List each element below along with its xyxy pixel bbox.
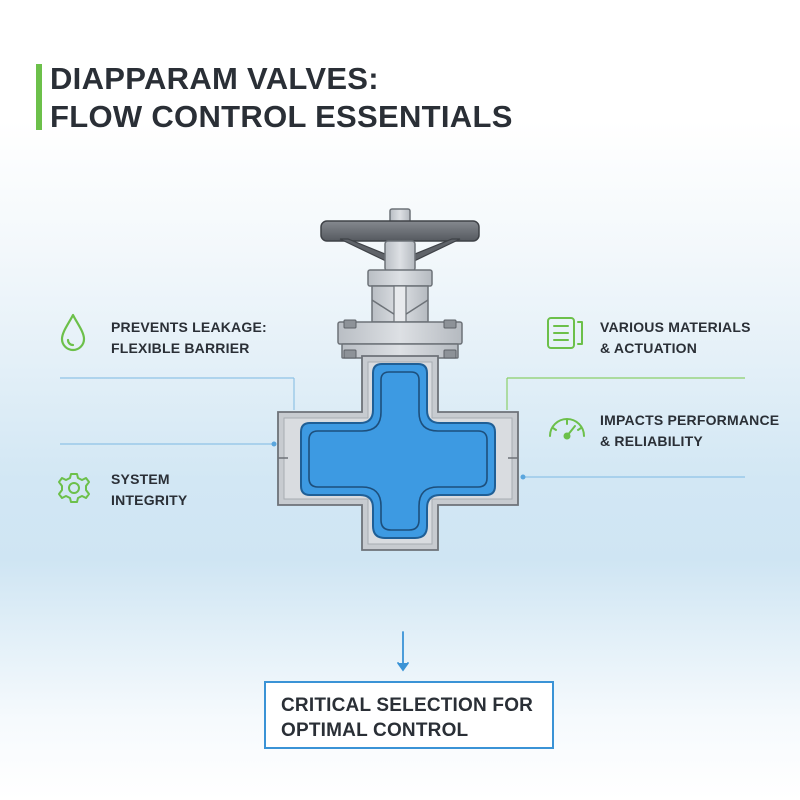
bonnet-flange [337, 321, 463, 345]
conclusion-line-2: OPTIMAL CONTROL [281, 720, 469, 741]
title-line-2: FLOW CONTROL ESSENTIALS [50, 99, 513, 134]
connector-performance-dot [520, 474, 526, 480]
feature-performance: IMPACTS PERFORMANCE & RELIABILITY [600, 410, 779, 452]
page-title: DIAPPARAM VALVES: FLOW CONTROL ESSENTIAL… [50, 60, 513, 136]
feature-materials: VARIOUS MATERIALS & ACTUATION [600, 317, 751, 359]
title-accent-bar [36, 64, 42, 130]
handwheel-hub [384, 240, 416, 272]
down-arrow-icon [397, 631, 409, 672]
gauge-icon [549, 418, 585, 440]
conclusion-text: CRITICAL SELECTION FOR OPTIMAL CONTROL [281, 693, 533, 743]
connector-lines [60, 377, 745, 480]
document-list-icon [547, 317, 583, 349]
feature-integrity-line-1: SYSTEM [111, 471, 170, 487]
bonnet [337, 269, 463, 359]
conclusion-line-1: CRITICAL SELECTION FOR [281, 695, 534, 716]
feature-materials-line-1: VARIOUS MATERIALS [600, 319, 751, 335]
feature-performance-line-2: & RELIABILITY [600, 433, 703, 449]
diaphragm-outline [308, 371, 488, 531]
droplet-icon [60, 313, 86, 352]
feature-leakage-line-1: PREVENTS LEAKAGE: [111, 319, 267, 335]
flange-bolts [343, 319, 457, 359]
feature-integrity: SYSTEM INTEGRITY [111, 469, 187, 511]
feature-performance-line-1: IMPACTS PERFORMANCE [600, 412, 780, 428]
gear-icon [58, 473, 90, 503]
feature-leakage-line-2: FLEXIBLE BARRIER [111, 340, 250, 356]
connector-integrity-dot [271, 441, 277, 447]
title-line-1: DIAPPARAM VALVES: [50, 61, 379, 96]
fluid-channel [300, 363, 496, 539]
yoke-cap [367, 269, 433, 287]
feature-materials-line-2: & ACTUATION [600, 340, 698, 356]
handwheel [320, 208, 480, 272]
stem [393, 285, 407, 323]
valve-body [277, 355, 519, 551]
feature-integrity-line-2: INTEGRITY [111, 492, 188, 508]
handwheel-rim [320, 220, 480, 242]
conclusion-box [264, 681, 554, 749]
feature-leakage: PREVENTS LEAKAGE: FLEXIBLE BARRIER [111, 317, 267, 359]
